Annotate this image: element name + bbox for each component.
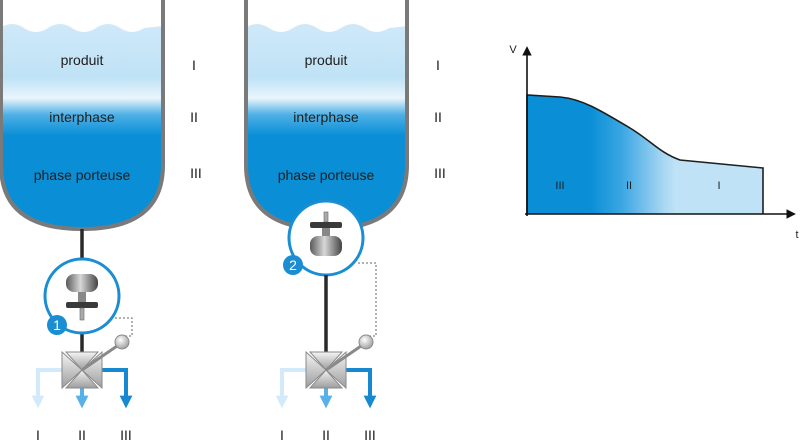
tank-1-outlet-I-arrow — [31, 368, 62, 409]
tank-2-numeral-I: I — [436, 57, 440, 73]
tank-2-outlet-label-I: I — [280, 427, 284, 442]
tank-2-valve-icon — [305, 334, 374, 390]
tank-1: produit interphase phase porteuse I II I… — [0, 0, 202, 443]
tank-1-badge — [47, 315, 67, 335]
tank-1-numeral-II: II — [190, 109, 198, 125]
tank-2-signal-line — [358, 262, 377, 337]
tank-1-layer-product: produit — [61, 52, 104, 68]
tank-1-numeral-III: III — [190, 165, 202, 181]
tank-1-numeral-I: I — [192, 57, 196, 73]
tank-1-badge-number: 1 — [53, 317, 61, 333]
tank-1-outlet-label-I: I — [36, 427, 40, 442]
tank-1-valve-icon — [61, 334, 130, 390]
tank-1-outlet-label-III: III — [120, 427, 132, 442]
chart-area — [527, 95, 763, 214]
tank-2-outlet-label-II: II — [322, 427, 330, 442]
tank-2-layer-carrier: phase porteuse — [278, 167, 375, 183]
tank-1-layer-carrier: phase porteuse — [34, 167, 131, 183]
tank-2-numeral-III: III — [434, 165, 446, 181]
tank-2-layer-product: produit — [305, 52, 348, 68]
tank-1-outlet-label-II: II — [78, 427, 86, 442]
tank-2-badge-number: 2 — [289, 257, 297, 273]
chart-x-axis-label: t — [795, 229, 798, 241]
chart-curve — [526, 94, 764, 214]
tank-2: produit interphase phase porteuse I II I… — [244, 0, 446, 443]
tank-2-sensor-device-icon — [310, 211, 342, 256]
tank-1-liquid — [0, 24, 163, 230]
tank-2-badge — [283, 255, 303, 275]
tank-1-signal-line — [115, 317, 133, 337]
tank-1-outlet-III-arrow — [102, 368, 133, 409]
volume-time-chart: V t III II I — [509, 44, 798, 241]
tank-2-liquid — [245, 24, 408, 230]
chart-y-axis-label: V — [509, 44, 517, 56]
tank-1-sensor-device-icon — [66, 274, 98, 321]
tank-2-layer-interphase: interphase — [293, 109, 359, 125]
tank-2-outlet-label-III: III — [364, 427, 376, 442]
tank-2-outlet-III-arrow — [346, 368, 377, 409]
tank-2-outlet-I-arrow — [275, 368, 306, 409]
tank-2-numeral-II: II — [434, 109, 442, 125]
chart-region-label-III: III — [555, 180, 564, 192]
chart-region-label-I: I — [717, 180, 720, 192]
chart-region-label-II: II — [626, 180, 632, 192]
tank-1-layer-interphase: interphase — [49, 109, 115, 125]
